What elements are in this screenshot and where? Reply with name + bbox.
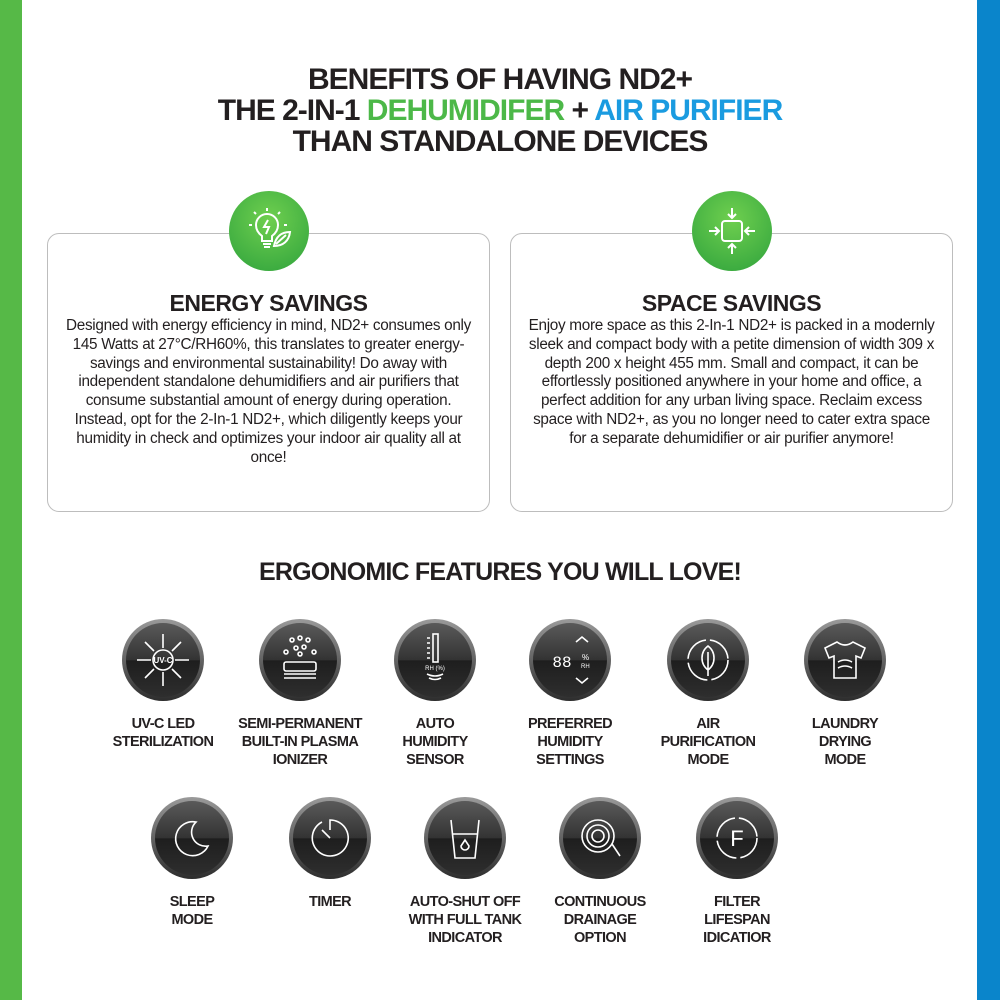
feature-label: LAUNDRY DRYING MODE xyxy=(775,715,915,769)
air-purifier-text: AIR PURIFIER xyxy=(594,94,783,127)
svg-text:88: 88 xyxy=(552,654,571,672)
features-title: ERGONOMIC FEATURES YOU WILL LOVE! xyxy=(259,558,742,586)
feature-label-line: LIFESPAN xyxy=(704,912,770,928)
feature-label: SLEEP MODE xyxy=(122,893,262,929)
feature-label-line: MODE xyxy=(171,912,213,928)
svg-text:RH: RH xyxy=(581,664,590,670)
feature-label-line: WITH FULL TANK xyxy=(408,912,522,928)
feature-label-line: HUMIDITY xyxy=(537,734,603,750)
space-savings-card: SPACE SAVINGS Enjoy more space as this 2… xyxy=(510,191,953,512)
lightbulb-leaf-icon xyxy=(228,191,309,271)
feature-label-line: INDICATOR xyxy=(428,930,502,946)
humidity-display-icon: 88% RH xyxy=(529,619,611,701)
feature-item: SLEEP MODE xyxy=(122,797,262,929)
leaf-cycle-icon xyxy=(667,619,749,701)
feature-label-line: MODE xyxy=(687,752,729,768)
feature-item: AIR PURIFICATION MODE xyxy=(638,619,778,769)
title-text: THE 2-IN-1 xyxy=(217,94,367,127)
feature-label-line: BUILT-IN PLASMA xyxy=(241,734,359,750)
feature-item: UV-C UV-C LED STERILIZATION xyxy=(93,619,233,751)
green-side-bar xyxy=(0,0,22,1000)
plus-text: + xyxy=(564,94,595,127)
feature-label: PREFERRED HUMIDITY SETTINGS xyxy=(500,715,640,769)
card-body: Designed with energy efficiency in mind,… xyxy=(65,317,472,466)
feature-item: 88% RH PREFERRED HUMIDITY SETTINGS xyxy=(500,619,640,769)
drain-hose-icon xyxy=(559,797,641,879)
feature-label-line: DRAINAGE xyxy=(563,912,637,928)
feature-label-line: MODE xyxy=(824,752,866,768)
feature-item: LAUNDRY DRYING MODE xyxy=(775,619,915,769)
feature-label-line: STERILIZATION xyxy=(112,734,214,750)
water-tank-icon xyxy=(424,797,506,879)
feature-label-line: LAUNDRY xyxy=(811,716,879,732)
title-line-1: BENEFITS OF HAVING ND2+ xyxy=(308,63,693,96)
feature-item: RH (%) AUTO HUMIDITY SENSOR xyxy=(365,619,505,769)
card-body: Enjoy more space as this 2-In-1 ND2+ is … xyxy=(528,317,935,447)
tshirt-icon xyxy=(804,619,886,701)
feature-label-line: DRYING xyxy=(818,734,872,750)
feature-label-line: OPTION xyxy=(574,930,627,946)
feature-label-line: PURIFICATION xyxy=(660,734,756,750)
feature-label: SEMI-PERMANENT BUILT-IN PLASMA IONIZER xyxy=(230,715,370,769)
feature-label-line: AUTO xyxy=(415,716,455,732)
feature-label-line: TIMER xyxy=(308,894,352,910)
feature-item: AUTO-SHUT OFF WITH FULL TANK INDICATOR xyxy=(395,797,535,947)
feature-label-line: CONTINUOUS xyxy=(554,894,646,910)
filter-icon: F xyxy=(696,797,778,879)
feature-label: UV-C LED STERILIZATION xyxy=(93,715,233,751)
feature-label: AIR PURIFICATION MODE xyxy=(638,715,778,769)
feature-label-line: HUMIDITY xyxy=(402,734,468,750)
feature-item: F FILTER LIFESPAN IDICATIOR xyxy=(667,797,807,947)
feature-label-line: SETTINGS xyxy=(536,752,604,768)
moon-icon xyxy=(151,797,233,879)
svg-text:RH (%): RH (%) xyxy=(425,666,445,672)
feature-item: TIMER xyxy=(260,797,400,911)
svg-text:%: % xyxy=(582,653,589,662)
feature-label: AUTO-SHUT OFF WITH FULL TANK INDICATOR xyxy=(395,893,535,947)
humidity-sensor-icon: RH (%) xyxy=(394,619,476,701)
title-line-3: THAN STANDALONE DEVICES xyxy=(292,125,709,158)
feature-label-line: FILTER xyxy=(713,894,761,910)
card-title: SPACE SAVINGS xyxy=(641,290,822,316)
feature-label: FILTER LIFESPAN IDICATIOR xyxy=(667,893,807,947)
title-line-2: THE 2-IN-1 DEHUMIDIFER + AIR PURIFIER xyxy=(0,95,1000,126)
feature-label-line: AUTO-SHUT OFF xyxy=(409,894,521,910)
energy-savings-card: ENERGY SAVINGS Designed with energy effi… xyxy=(47,191,490,512)
plasma-ionizer-icon xyxy=(259,619,341,701)
timer-icon xyxy=(289,797,371,879)
feature-label: AUTO HUMIDITY SENSOR xyxy=(365,715,505,769)
blue-side-bar xyxy=(977,0,1000,1000)
svg-text:UV-C: UV-C xyxy=(153,656,172,665)
feature-item: CONTINUOUS DRAINAGE OPTION xyxy=(530,797,670,947)
compress-arrows-icon xyxy=(691,191,772,271)
card-title: ENERGY SAVINGS xyxy=(169,290,368,316)
uv-c-icon: UV-C xyxy=(122,619,204,701)
page-title: BENEFITS OF HAVING ND2+ THE 2-IN-1 DEHUM… xyxy=(0,64,1000,157)
feature-label-line: PREFERRED xyxy=(527,716,613,732)
feature-item: SEMI-PERMANENT BUILT-IN PLASMA IONIZER xyxy=(230,619,370,769)
feature-label-line: SEMI-PERMANENT xyxy=(238,716,362,732)
feature-label-line: SENSOR xyxy=(406,752,464,768)
feature-label-line: AIR xyxy=(696,716,720,732)
feature-label: CONTINUOUS DRAINAGE OPTION xyxy=(530,893,670,947)
feature-label-line: UV-C LED xyxy=(131,716,195,732)
dehumidifier-text: DEHUMIDIFER xyxy=(366,94,565,127)
feature-label-line: SLEEP xyxy=(169,894,215,910)
feature-label-line: IDICATIOR xyxy=(703,930,771,946)
feature-label: TIMER xyxy=(260,893,400,911)
feature-label-line: IONIZER xyxy=(272,752,328,768)
svg-text:F: F xyxy=(730,826,743,851)
